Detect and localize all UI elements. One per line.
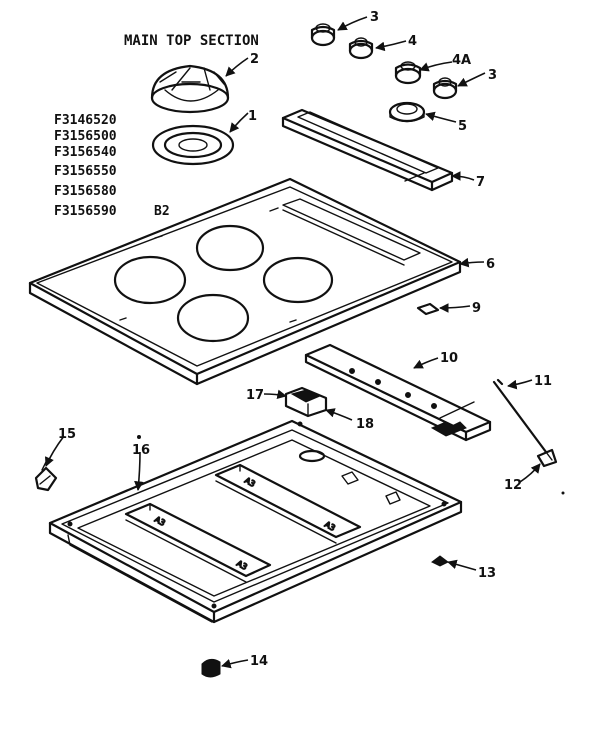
- model-number: F3156580: [54, 184, 117, 199]
- callout-12: 12: [504, 478, 522, 493]
- part-switch-bracket: [304, 343, 492, 442]
- part-knob-3-top: [310, 23, 336, 47]
- callout-3-top: 3: [370, 10, 379, 25]
- callout-7: 7: [476, 175, 485, 190]
- model-number: F3146520: [54, 113, 117, 128]
- callout-14: 14: [250, 654, 268, 669]
- callout-numbers: 3 4 2 4A 3 5 1 7 6 9 10 11 12 17 18 15 1…: [58, 10, 552, 669]
- part-burner-ring: [151, 124, 235, 166]
- part-knob-skirt: [388, 101, 426, 123]
- callout-16: 16: [132, 443, 150, 458]
- part-bracket-left: [34, 461, 58, 492]
- callout-2: 2: [250, 52, 259, 67]
- channel-label: A3: [235, 559, 249, 572]
- part-switch: [284, 386, 328, 418]
- callout-5: 5: [458, 119, 467, 134]
- part-knob-4a: [394, 61, 422, 85]
- callout-9: 9: [472, 301, 481, 316]
- part-control-panel: [281, 108, 454, 192]
- callout-6: 6: [486, 257, 495, 272]
- leader-lines: [44, 16, 541, 669]
- part-burner-head: [150, 64, 230, 114]
- callout-10: 10: [440, 351, 458, 366]
- model-number: F3156550: [54, 164, 117, 179]
- callout-3-right: 3: [488, 68, 497, 83]
- part-foot: [201, 658, 221, 678]
- model-number: F3156590: [54, 204, 117, 219]
- part-grommet: [431, 555, 449, 567]
- callout-4a: 4A: [452, 53, 471, 68]
- callout-18: 18: [356, 417, 374, 432]
- channel-label: A3: [243, 476, 257, 489]
- channel-label: A3: [153, 515, 167, 528]
- callout-4: 4: [408, 34, 417, 49]
- part-burner-box: [48, 419, 565, 624]
- callout-11: 11: [534, 374, 552, 389]
- model-number: F3156540: [54, 145, 117, 160]
- callout-13: 13: [478, 566, 496, 581]
- part-rod: [492, 378, 558, 468]
- model-number: F3156500: [54, 129, 117, 144]
- part-knob-3-right: [432, 77, 458, 100]
- model-suffix: B2: [154, 204, 170, 219]
- callout-15: 15: [58, 427, 76, 442]
- part-knob-4: [348, 37, 374, 60]
- callout-17: 17: [246, 388, 264, 403]
- model-list: F3146520 F3156500 F3156540 F3156550 F315…: [54, 113, 170, 219]
- section-title: MAIN TOP SECTION: [124, 33, 259, 49]
- part-clip: [416, 302, 440, 316]
- callout-1: 1: [248, 109, 257, 124]
